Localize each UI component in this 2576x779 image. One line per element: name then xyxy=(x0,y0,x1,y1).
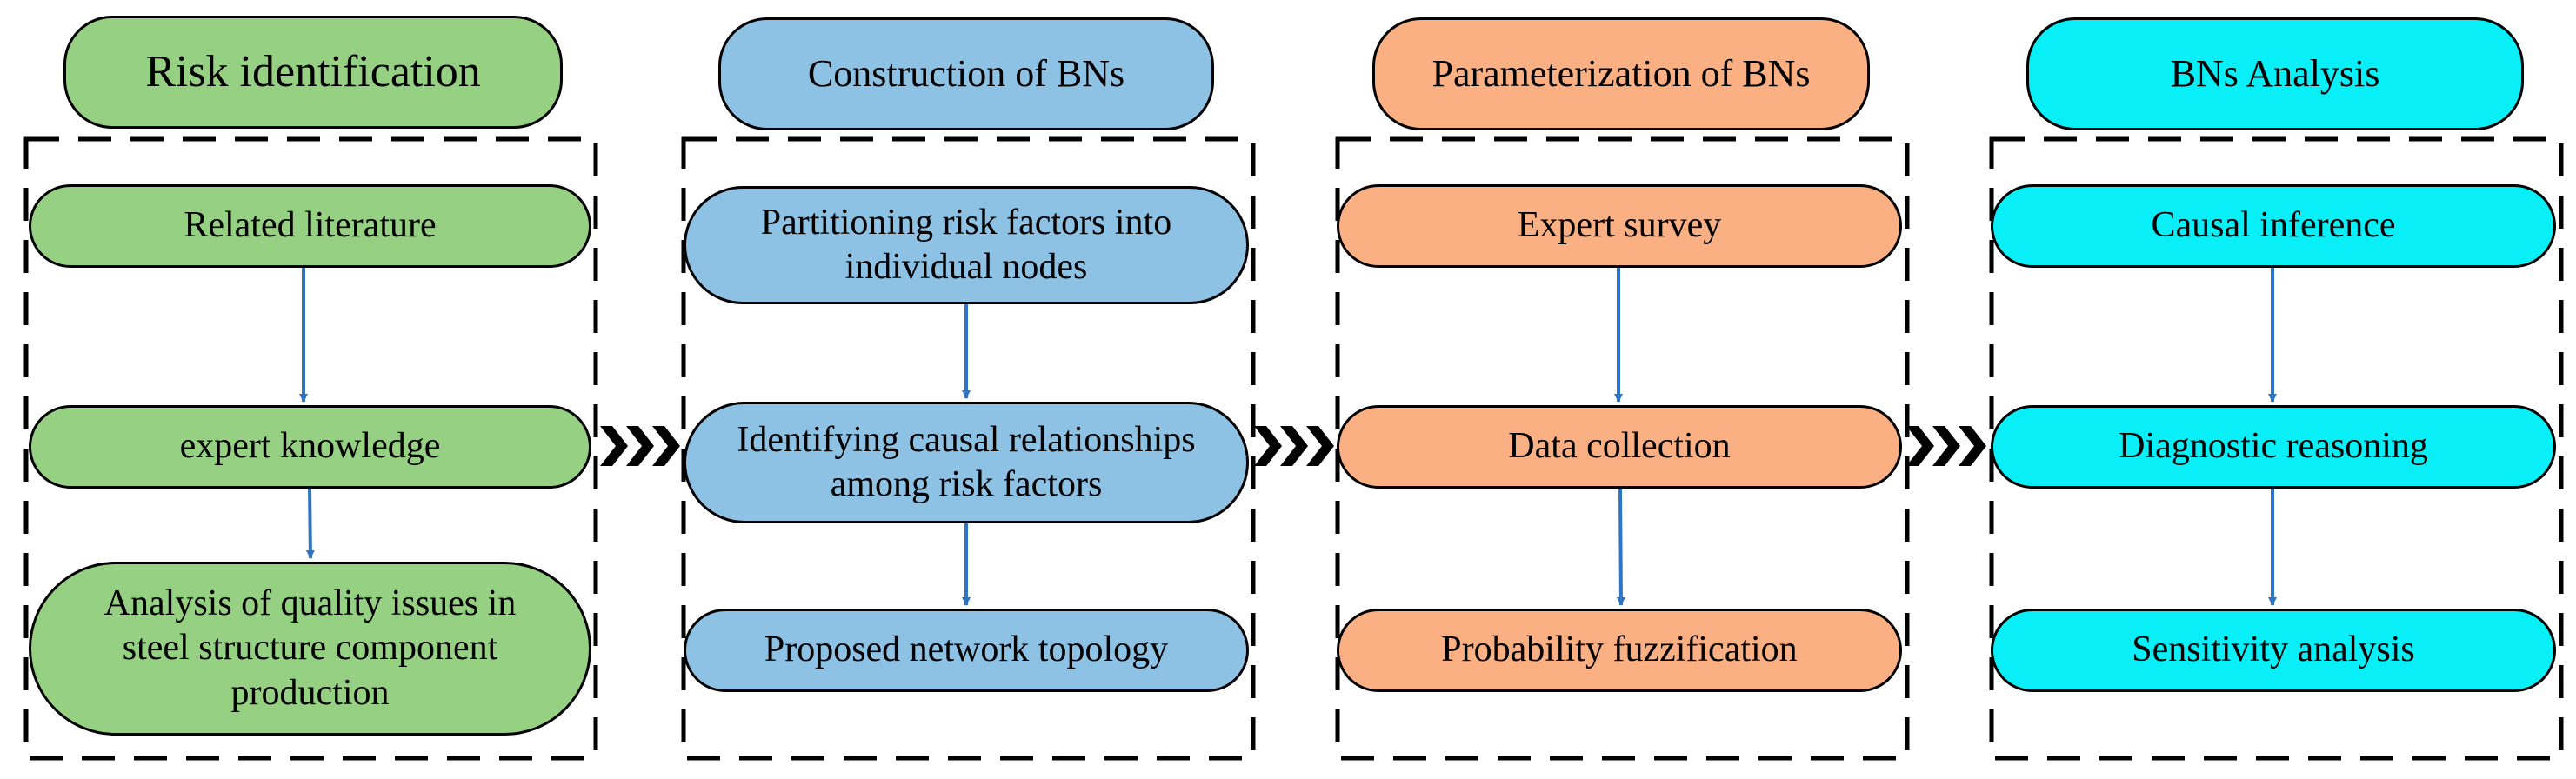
chevron-arrow-3 xyxy=(1906,426,1986,466)
stage-4-node-1: Causal inference xyxy=(1991,184,2556,268)
stage-2-title: Construction of BNs xyxy=(718,17,1214,130)
arrow-s3-2 xyxy=(1616,488,1625,606)
stage-frame-2 xyxy=(681,136,1256,761)
chevron-arrow-2 xyxy=(1254,426,1334,466)
stage-2-node-1: Partitioning risk factors into individua… xyxy=(684,186,1249,304)
stage-1-node-3: Analysis of quality issues in steel stru… xyxy=(29,562,591,736)
stage-3-node-2: Data collection xyxy=(1337,405,1902,489)
stage-4-title: BNs Analysis xyxy=(2026,17,2524,130)
stage-frame-1 xyxy=(23,136,598,761)
stage-1-node-2: expert knowledge xyxy=(29,405,591,489)
stage-3-node-3: Probability fuzzification xyxy=(1337,609,1902,692)
stage-2-node-2: Identifying causal relationships among r… xyxy=(684,402,1249,523)
stage-1-node-1: Related literature xyxy=(29,184,591,268)
stage-4-node-2: Diagnostic reasoning xyxy=(1991,405,2556,489)
stage-3-node-1: Expert survey xyxy=(1337,184,1902,268)
chevron-arrow-1 xyxy=(600,426,680,466)
stage-3-title: Parameterization of BNs xyxy=(1372,17,1870,130)
stage-2-node-3: Proposed network topology xyxy=(684,609,1249,692)
stage-1-title: Risk identification xyxy=(63,16,563,129)
stage-4-node-3: Sensitivity analysis xyxy=(1991,609,2556,692)
